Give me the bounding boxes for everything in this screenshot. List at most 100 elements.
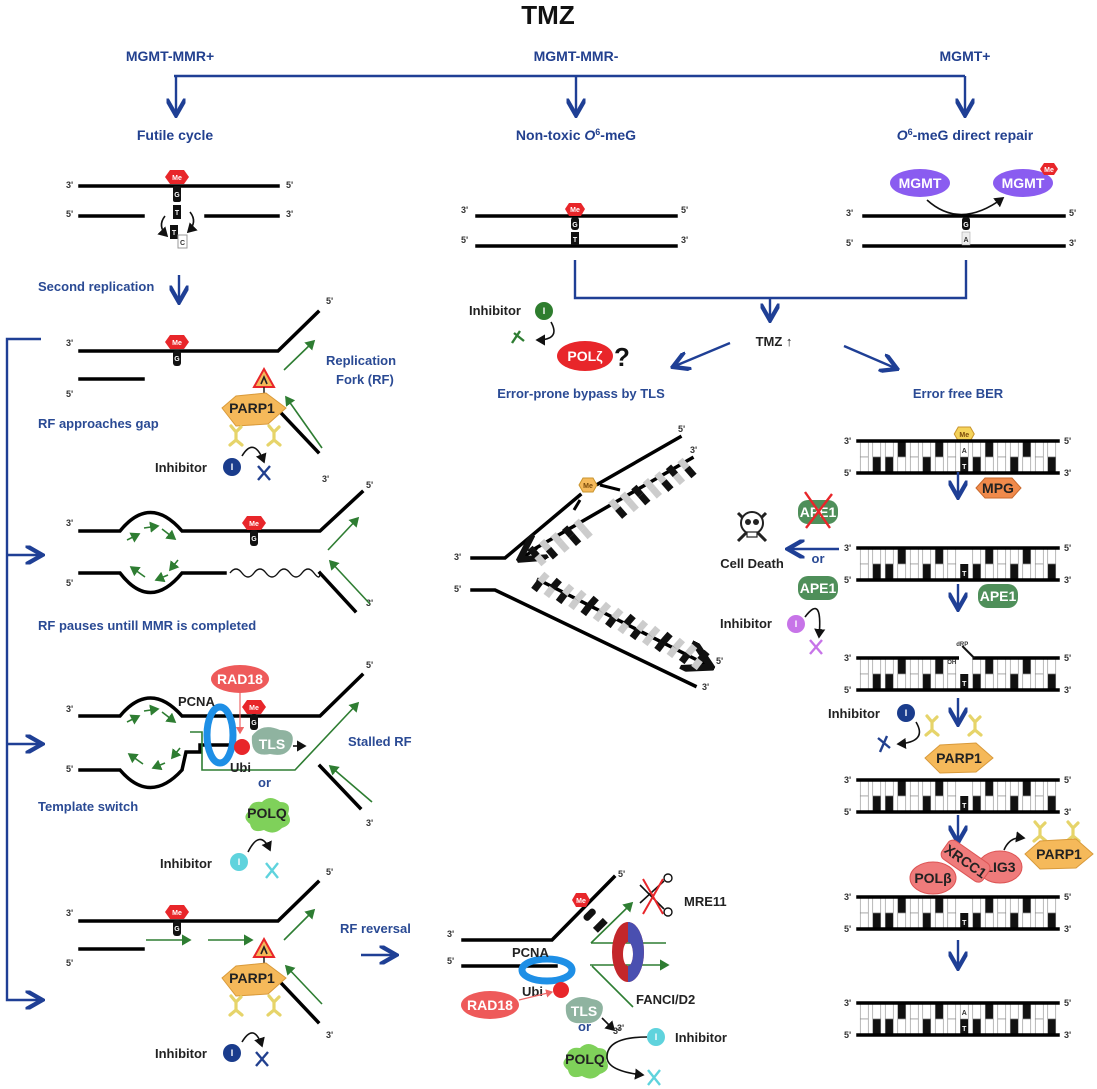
svg-text:T: T (962, 1026, 967, 1033)
mgmt-icon (890, 169, 950, 197)
svg-text:POLζ: POLζ (567, 348, 603, 364)
ubiquitin-icon (553, 982, 569, 998)
diagram-title: TMZ (521, 0, 575, 30)
blocked-x-icon (647, 1069, 661, 1086)
dna-rung (638, 492, 651, 506)
svg-text:G: G (963, 222, 969, 229)
svg-text:3': 3' (1069, 238, 1076, 248)
svg-text:3': 3' (844, 543, 851, 553)
svg-text:A: A (962, 448, 967, 455)
dna-rung (537, 571, 550, 585)
svg-text:Inhibitor: Inhibitor (160, 856, 212, 871)
dna-rung (697, 649, 710, 663)
dna-rung (573, 518, 586, 532)
svg-text:3': 3' (454, 552, 461, 562)
inhibitor-icon (647, 1028, 665, 1046)
svg-text:5': 5' (844, 1030, 851, 1040)
svg-text:Me: Me (172, 910, 182, 917)
svg-text:T: T (175, 210, 180, 217)
svg-text:Me: Me (959, 432, 969, 439)
dna-rung (531, 579, 543, 593)
svg-text:I: I (655, 1032, 658, 1042)
dna-rung (623, 613, 636, 627)
svg-text:T: T (962, 571, 967, 578)
svg-text:Inhibitor: Inhibitor (155, 1046, 207, 1061)
ape1-icon (978, 584, 1018, 608)
svg-text:MGMT: MGMT (899, 175, 942, 191)
svg-text:Me: Me (570, 207, 580, 214)
ber-ladders: 3'5'5'3'TAMe3'5'5'3'T3'5'5'3'TOHdRP3'5'5… (844, 426, 1071, 1040)
ber-dna-ladder: 3'5'5'3'T (844, 892, 1071, 934)
dna-rung (642, 478, 656, 491)
svg-text:3': 3' (690, 445, 697, 455)
dna-rung (672, 637, 686, 651)
dna-rung (654, 639, 666, 653)
label-tmz-increase: TMZ ↑ (756, 334, 793, 349)
svg-text:3': 3' (844, 998, 851, 1008)
svg-text:3': 3' (66, 338, 73, 348)
svg-text:G: G (174, 926, 180, 933)
svg-text:G: G (251, 536, 257, 543)
dna-rung (691, 657, 703, 671)
rad18-icon (461, 991, 519, 1019)
svg-text:3': 3' (1064, 685, 1071, 695)
svg-text:3': 3' (1064, 575, 1071, 585)
question-mark: ? (614, 342, 630, 372)
svg-text:C: C (180, 240, 185, 247)
svg-text:APE1: APE1 (800, 580, 837, 596)
svg-text:3': 3' (844, 892, 851, 902)
dna-rung (635, 619, 649, 633)
dna-rung (649, 486, 663, 499)
label-template-switch: Template switch (38, 799, 138, 814)
svg-text:5': 5' (844, 685, 851, 695)
svg-text:PARP1: PARP1 (229, 970, 275, 986)
dna-rung (580, 603, 593, 617)
dna-rung (677, 457, 690, 471)
svg-text:5': 5' (1064, 892, 1071, 902)
svg-text:5': 5' (678, 424, 685, 434)
dna-rung (641, 633, 654, 647)
svg-text:3': 3' (1064, 924, 1071, 934)
svg-text:I: I (238, 857, 241, 867)
dna-rung (684, 465, 697, 479)
svg-text:dRP: dRP (956, 642, 968, 648)
dna-rung (555, 591, 568, 605)
svg-text:5': 5' (326, 296, 333, 306)
blocked-x-icon (265, 862, 279, 879)
ber-step-ape1: APE1 (958, 584, 1018, 608)
svg-text:Me: Me (249, 521, 259, 528)
svg-text:3': 3' (322, 474, 329, 484)
svg-text:Inhibitor: Inhibitor (675, 1030, 727, 1045)
branch-header-mgmt-plus: MGMT+ (940, 48, 991, 64)
svg-text:Inhibitor: Inhibitor (469, 303, 521, 318)
svg-text:Ubi: Ubi (230, 760, 251, 775)
svg-text:3': 3' (66, 704, 73, 714)
label-rf-pauses: RF pauses untill MMR is completed (38, 618, 256, 633)
svg-text:PARP1: PARP1 (936, 750, 982, 766)
pcna-ring-icon (518, 955, 576, 985)
svg-text:3': 3' (844, 775, 851, 785)
dna-rung (654, 471, 667, 484)
svg-text:G: G (251, 720, 257, 727)
svg-text:T: T (962, 464, 967, 471)
svg-text:5': 5' (846, 238, 853, 248)
label-replication-fork-line2: Fork (RF) (336, 372, 394, 387)
svg-text:5': 5' (1064, 775, 1071, 785)
svg-text:Me: Me (172, 175, 182, 182)
svg-text:3': 3' (461, 205, 468, 215)
merge-arrows (573, 260, 968, 368)
svg-text:5': 5' (286, 180, 293, 190)
svg-text:POLβ: POLβ (914, 870, 952, 886)
parp1-icon (221, 962, 287, 997)
svg-text:T: T (962, 803, 967, 810)
svg-text:5': 5' (1064, 653, 1071, 663)
inhibitor-icon (223, 458, 241, 476)
svg-text:TLS: TLS (571, 1003, 597, 1019)
svg-text:3': 3' (844, 653, 851, 663)
rf-approaches-gap-dna: 5' 3' 5' 3' G Me PARP1 (66, 296, 333, 484)
svg-text:PCNA: PCNA (178, 694, 215, 709)
left-branch-bracket (5, 337, 41, 1000)
svg-text:5': 5' (366, 660, 373, 670)
inhibitor-icon (535, 302, 553, 320)
